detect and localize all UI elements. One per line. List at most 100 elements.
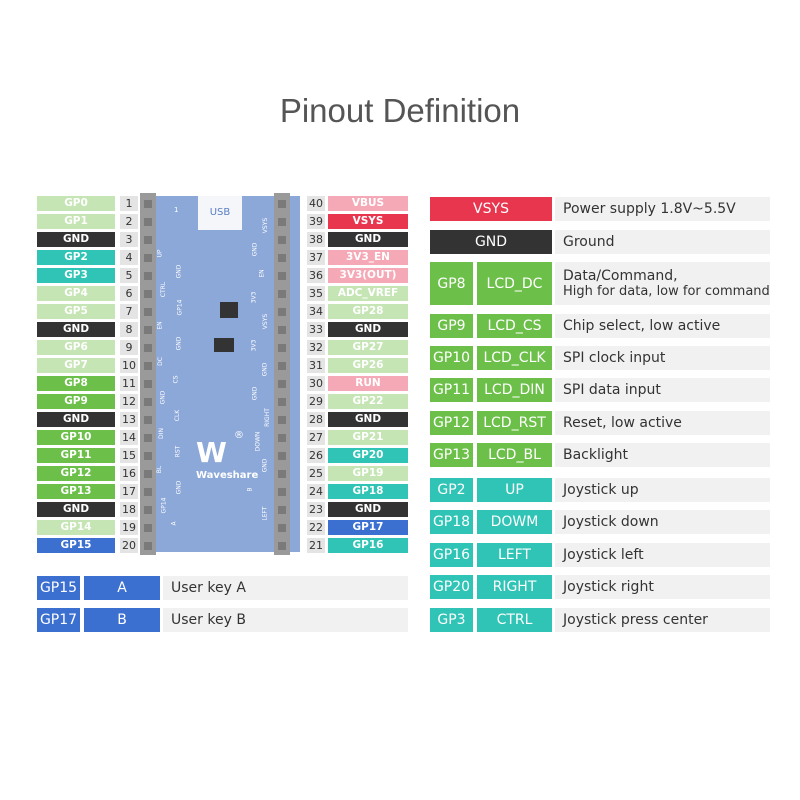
key-description: User key A	[163, 576, 408, 600]
header-pin	[278, 254, 286, 262]
pin-number: 1	[120, 196, 138, 211]
header-pin	[278, 542, 286, 550]
signal-description: Power supply 1.8V~5.5V	[555, 197, 770, 221]
header-pin	[278, 272, 286, 280]
header-pin	[144, 434, 152, 442]
pin-number: 21	[307, 538, 325, 553]
pin-number: 7	[120, 304, 138, 319]
pin-number: 40	[307, 196, 325, 211]
signal-label: GND	[430, 230, 552, 254]
pin1-mark: 1	[174, 206, 179, 214]
pin-label: GP13	[37, 484, 115, 499]
description-text: Ground	[563, 234, 615, 250]
header-pin	[144, 344, 152, 352]
pin-label: GP11	[37, 448, 115, 463]
header-pin	[144, 218, 152, 226]
silk-label: GP14	[160, 497, 168, 514]
header-pin	[278, 488, 286, 496]
pin-number: 34	[307, 304, 325, 319]
header-pin	[144, 524, 152, 532]
silk-label: GND	[175, 264, 183, 279]
header-pin	[144, 416, 152, 424]
header-pin	[144, 272, 152, 280]
key-name: A	[84, 576, 160, 600]
signal-description: Joystick down	[555, 510, 770, 534]
silk-label: EN	[156, 321, 164, 330]
pin-number: 32	[307, 340, 325, 355]
header-pin	[278, 380, 286, 388]
pin-label: GP12	[37, 466, 115, 481]
description-text: Data/Command,	[563, 268, 678, 284]
pin-label: GP0	[37, 196, 115, 211]
signal-gpio: GP9	[430, 314, 473, 338]
header-pin	[278, 308, 286, 316]
signal-description: Data/Command,High for data, low for comm…	[555, 262, 770, 305]
description-text: SPI clock input	[563, 350, 666, 366]
silk-label: CTRL	[160, 281, 168, 298]
page-title: Pinout Definition	[279, 92, 521, 129]
silk-label: RST	[174, 445, 182, 458]
signal-gpio: GP2	[430, 478, 473, 502]
pin-label: GP2	[37, 250, 115, 265]
pin-number: 2	[120, 214, 138, 229]
pin-label: GP14	[37, 520, 115, 535]
chip	[220, 302, 238, 318]
pin-number: 30	[307, 376, 325, 391]
header-pin	[144, 398, 152, 406]
pin-number: 29	[307, 394, 325, 409]
pin-number: 9	[120, 340, 138, 355]
pin-label: GP15	[37, 538, 115, 553]
silk-label: CLK	[174, 409, 182, 422]
header-pin	[144, 236, 152, 244]
pin-label: GP16	[328, 538, 408, 553]
pin-label: GND	[37, 232, 115, 247]
key-gpio: GP17	[37, 608, 80, 632]
header-pin	[278, 290, 286, 298]
header-pin	[278, 506, 286, 514]
pin-label: RUN	[328, 376, 408, 391]
signal-description: SPI data input	[555, 378, 770, 402]
pin-label: GND	[37, 322, 115, 337]
silk-label: RIGHT	[263, 408, 271, 427]
signal-name: LCD_DC	[477, 262, 552, 305]
pin-label: GND	[37, 502, 115, 517]
header-pin	[278, 362, 286, 370]
header-pin	[278, 236, 286, 244]
header-pin	[278, 524, 286, 532]
silk-label: B	[246, 487, 254, 492]
header-pin	[278, 470, 286, 478]
description-subtext: High for data, low for command	[563, 284, 770, 299]
signal-gpio: GP8	[430, 262, 473, 305]
silk-label: GND	[175, 480, 183, 495]
signal-name: CTRL	[477, 608, 552, 632]
signal-gpio: GP3	[430, 608, 473, 632]
header-pin	[144, 308, 152, 316]
silk-label: GND	[261, 362, 269, 377]
silk-label: GND	[251, 386, 259, 401]
header-pin	[144, 380, 152, 388]
pin-number: 5	[120, 268, 138, 283]
pin-number: 3	[120, 232, 138, 247]
pin-label: GND	[328, 322, 408, 337]
signal-description: Joystick press center	[555, 608, 770, 632]
pin-label: 3V3(OUT)	[328, 268, 408, 283]
signal-name: LCD_DIN	[477, 378, 552, 402]
pin-number: 39	[307, 214, 325, 229]
board	[142, 196, 300, 552]
header-pin	[144, 542, 152, 550]
signal-description: Ground	[555, 230, 770, 254]
pin-number: 38	[307, 232, 325, 247]
signal-description: Backlight	[555, 443, 770, 467]
pin-number: 18	[120, 502, 138, 517]
header-pin	[278, 398, 286, 406]
pin-number: 20	[120, 538, 138, 553]
signal-gpio: GP20	[430, 575, 473, 599]
usb-connector: USB	[198, 196, 242, 230]
pin-number: 6	[120, 286, 138, 301]
key-description: User key B	[163, 608, 408, 632]
signal-description: Joystick left	[555, 543, 770, 567]
signal-gpio: GP18	[430, 510, 473, 534]
silk-label: BL	[156, 465, 164, 474]
pin-number: 15	[120, 448, 138, 463]
pin-number: 4	[120, 250, 138, 265]
